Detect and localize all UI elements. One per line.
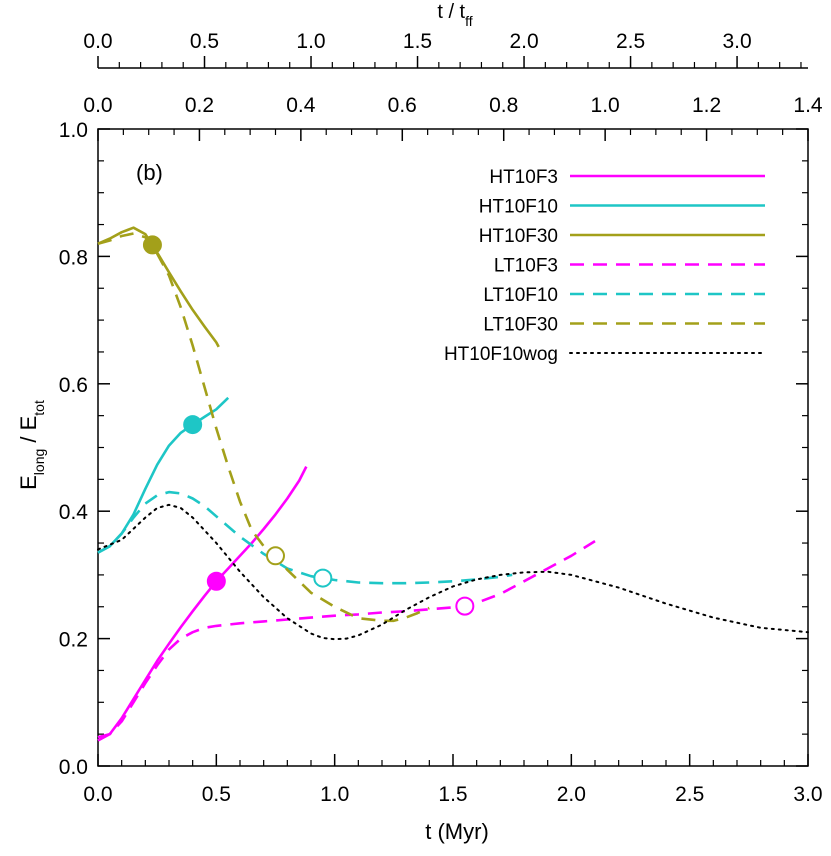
legend-label-HT10F3: HT10F3 (489, 167, 558, 188)
marker-HT10F30 (142, 235, 162, 255)
top-tick-label: 3.0 (722, 30, 751, 53)
marker-LT10F3 (455, 596, 475, 616)
series-line-LT10F30 (97, 232, 430, 623)
inner-top-tick-label: 1.0 (591, 94, 620, 117)
series-line-LT10F10 (97, 490, 513, 585)
inner-top-tick-label: 1.2 (692, 94, 721, 117)
y-tick-label: 0.8 (59, 246, 88, 269)
x-tick-label: 1.5 (438, 783, 467, 806)
axis-title-subscript: long (31, 449, 47, 475)
y-tick-label: 0.2 (59, 629, 88, 652)
series-line-LT10F3 (97, 539, 596, 739)
top-axis-title: t / tff (437, 1, 472, 29)
axis-title-part: / E (16, 416, 41, 449)
axis-title-subscript: ff (465, 13, 473, 29)
inner-top-tick-label: 0.2 (185, 94, 214, 117)
x-tick-label: 1.0 (320, 783, 349, 806)
y-tick-label: 1.0 (59, 119, 88, 142)
marker-LT10F30 (266, 546, 285, 566)
x-tick-label: 0.5 (202, 783, 231, 806)
inner-top-tick-label: 0.0 (83, 94, 112, 117)
axis-title-part: t / t (437, 1, 465, 23)
x-axis-title: t (Myr) (425, 819, 489, 844)
inner-top-tick-label: 0.6 (388, 94, 417, 117)
axis-title-part: E (16, 475, 41, 490)
y-tick-label: 0.0 (59, 756, 88, 779)
x-tick-label: 0.0 (83, 783, 112, 806)
series-line-HT10F10wog (97, 503, 809, 641)
y-tick-label: 0.6 (59, 374, 88, 397)
inner-top-tick-label: 0.8 (489, 94, 518, 117)
top-tick-label: 2.5 (616, 30, 645, 53)
y-axis-title: Elong / Etot (16, 400, 47, 490)
top-tick-label: 2.0 (509, 30, 538, 53)
legend-label-LT10F3: LT10F3 (494, 256, 558, 277)
inner-top-tick-label: 0.4 (286, 94, 316, 117)
marker-LT10F10 (313, 568, 333, 588)
plot-frame (97, 128, 809, 767)
x-tick-label: 2.5 (675, 783, 704, 806)
top-tick-label: 1.0 (296, 30, 325, 53)
series-line-HT10F3 (97, 466, 308, 742)
marker-HT10F10 (183, 415, 203, 435)
legend-label-HT10F10: HT10F10 (479, 197, 558, 218)
legend-label-HT10F30: HT10F30 (479, 226, 558, 247)
legend: HT10F3HT10F10HT10F30LT10F3LT10F10LT10F30… (444, 167, 766, 365)
x-tick-label: 3.0 (793, 783, 822, 806)
top-tick-label: 1.5 (403, 30, 432, 53)
legend-label-LT10F30: LT10F30 (483, 315, 558, 336)
series-line-HT10F10 (97, 396, 230, 554)
top-tick-label: 0.0 (83, 30, 112, 53)
axis-title-subscript: tot (31, 400, 47, 416)
y-tick-label: 0.4 (59, 501, 89, 524)
legend-label-HT10F10wog: HT10F10wog (444, 344, 558, 365)
inner-top-tick-label: 1.4 (793, 94, 823, 117)
panel-label: (b) (136, 160, 163, 185)
marker-HT10F3 (206, 571, 226, 591)
legend-label-LT10F10: LT10F10 (483, 285, 558, 306)
series-layer (97, 226, 809, 742)
x-tick-label: 2.0 (557, 783, 586, 806)
top-tick-label: 0.5 (190, 30, 219, 53)
